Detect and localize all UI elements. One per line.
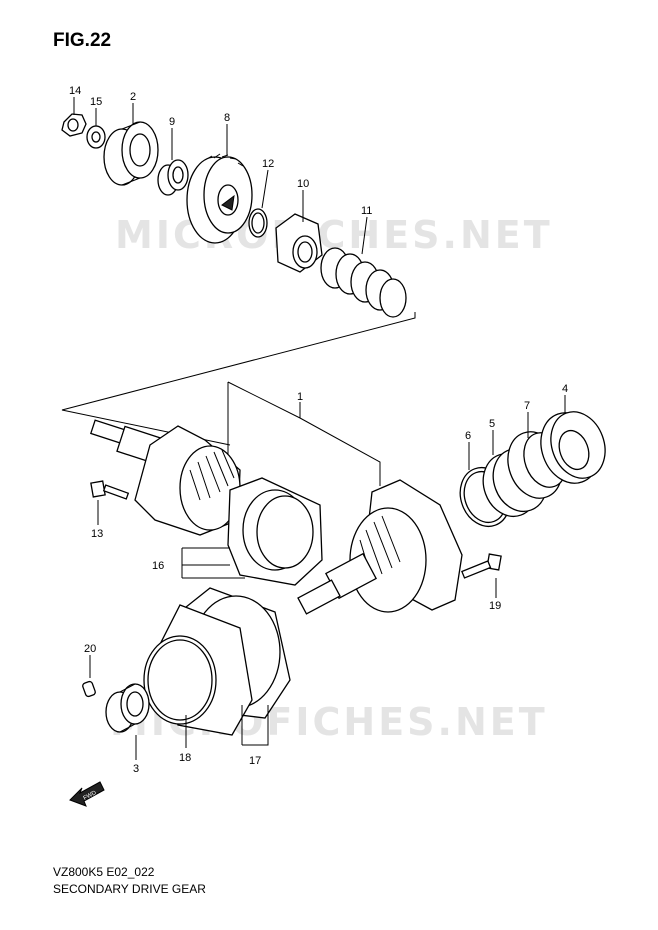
callout-4: 4: [562, 383, 568, 395]
part-16-gasket: [227, 477, 323, 586]
callout-18: 18: [179, 752, 191, 764]
callout-14: 14: [69, 85, 81, 97]
part-2-bearing: [103, 121, 159, 186]
bracket-1: [227, 381, 381, 486]
part-15-washer: [86, 125, 106, 149]
part-14-nut: [61, 113, 87, 137]
part-9-spacer: [157, 159, 189, 196]
part-1-pinion-housing-left: [89, 419, 241, 536]
figure-model-code: VZ800K5 E02_022: [53, 865, 155, 879]
figure-name: SECONDARY DRIVE GEAR: [53, 882, 206, 896]
part-1-pinion-housing-right: [297, 479, 463, 615]
callout-15: 15: [90, 96, 102, 108]
callout-6: 6: [465, 430, 471, 442]
callout-16: 16: [152, 560, 164, 572]
callout-3: 3: [133, 763, 139, 775]
bracket-17: [241, 705, 269, 746]
callout-20: 20: [84, 643, 96, 655]
callout-1: 1: [297, 391, 303, 403]
callout-2: 2: [130, 91, 136, 103]
fwd-arrow-icon: FWD: [69, 781, 105, 807]
bracket-16: [181, 547, 245, 579]
callout-11: 11: [361, 205, 372, 217]
part-3-needle-bearing: [105, 683, 150, 733]
callout-7: 7: [524, 400, 530, 412]
group-outline-top: [61, 312, 416, 446]
part-8-gear: [186, 153, 253, 244]
part-13-bolt: [90, 480, 130, 500]
callout-12: 12: [262, 158, 274, 170]
part-20-dowel-pin: [82, 680, 96, 698]
callout-10: 10: [297, 178, 309, 190]
part-10-cam: [275, 213, 323, 273]
callout-17: 17: [249, 755, 261, 767]
callout-19: 19: [489, 600, 501, 612]
part-11-spring: [320, 247, 407, 318]
callout-9: 9: [169, 116, 175, 128]
callout-5: 5: [489, 418, 495, 430]
leader-lines: [73, 97, 566, 598]
callout-labels: 14 15 2 9 8 12 10 11 1 4 7 6 5 13 16 19 …: [69, 85, 568, 775]
callout-8: 8: [224, 112, 230, 124]
part-4-nut: [540, 411, 606, 484]
callout-13: 13: [91, 528, 103, 540]
figure-title: FIG.22: [53, 30, 112, 51]
part-18-o-ring: [143, 635, 217, 725]
part-12-circlip: [248, 208, 268, 238]
part-19-bolt: [461, 553, 502, 579]
